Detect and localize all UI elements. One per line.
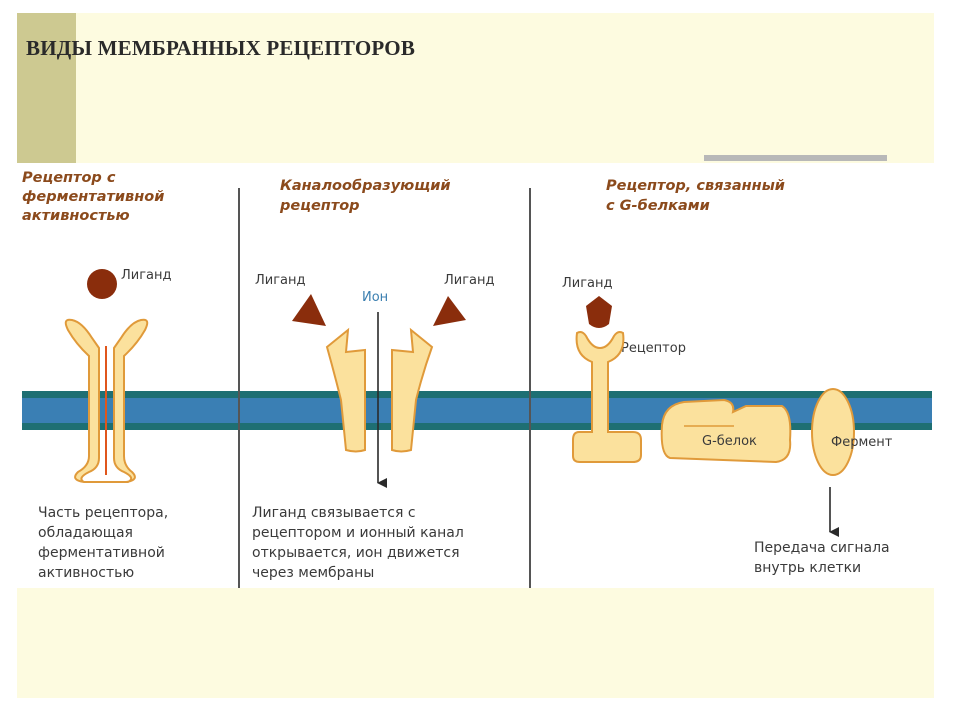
panel-1-heading: Рецептор с ферментативной активностью <box>22 170 169 224</box>
enzymatic-receptor-shape <box>64 318 149 483</box>
bottom-panel <box>17 588 934 698</box>
channel-protein-right <box>391 327 434 453</box>
panel-1-description-line: активностью <box>38 565 134 581</box>
ligand-label: Лиганд <box>121 268 172 283</box>
title-divider-line <box>704 155 887 161</box>
ion-label: Ион <box>362 290 388 305</box>
panel-enzymatic-receptor: Рецептор с ферментативной активностью Ли… <box>22 170 173 581</box>
panel-3-description: Передача сигнала внутрь клетки <box>754 540 894 576</box>
receptor-label: Рецептор <box>621 341 686 356</box>
panel-channel-receptor: Каналообразующий рецептор Лиганд Лиганд … <box>252 178 495 581</box>
panel-3-heading-line: с G-белками <box>606 198 710 214</box>
panel-2-heading: Каналообразующий рецептор <box>279 178 456 214</box>
panel-1-description-line: ферментативной <box>38 545 165 561</box>
ligand-pentagon-icon <box>586 296 612 328</box>
panel-2-description-line: Лиганд связывается с <box>252 505 416 521</box>
ligand-triangle-left-icon <box>292 294 326 326</box>
panel-1-description-line: Часть рецептора, <box>38 505 168 521</box>
panel-2-heading-line: рецептор <box>279 198 360 214</box>
panel-2-description-line: открывается, ион движется <box>252 545 460 561</box>
membrane-inner-layer <box>22 398 932 423</box>
enzyme-shape <box>811 388 855 476</box>
panel-2-heading-line: Каналообразующий <box>280 178 451 194</box>
enzyme-label: Фермент <box>831 435 893 450</box>
g-protein-shape <box>660 398 792 464</box>
g-protein-label: G-белок <box>702 434 757 449</box>
panel-1-heading-line: Рецептор с <box>22 170 116 186</box>
panel-2-description-line: через мембраны <box>252 565 374 581</box>
cell-membrane <box>22 391 932 430</box>
ligand-label-right: Лиганд <box>444 273 495 288</box>
panel-1-heading-line: ферментативной <box>22 189 164 205</box>
ligand-label-left: Лиганд <box>255 273 306 288</box>
panel-3-description-line: Передача сигнала <box>754 540 890 556</box>
page-title: ВИДЫ МЕМБРАННЫХ РЕЦЕПТОРОВ <box>26 36 416 60</box>
panel-2-description-line: рецептором и ионный канал <box>252 525 464 541</box>
channel-protein-left <box>325 327 366 453</box>
panel-1-description: Часть рецептора, обладающая ферментативн… <box>38 505 173 581</box>
ligand-triangle-right-icon <box>433 296 466 326</box>
panel-g-protein-receptor: Рецептор, связанный с G-белками Лиганд Р… <box>562 178 894 576</box>
title-panel <box>17 13 934 163</box>
panel-1-description-line: обладающая <box>38 525 133 541</box>
ligand-ball-icon <box>87 269 117 299</box>
panel-2-description: Лиганд связывается с рецептором и ионный… <box>252 505 468 581</box>
panel-3-heading-line: Рецептор, связанный <box>606 178 785 194</box>
panel-1-heading-line: активностью <box>22 208 130 224</box>
panel-3-description-line: внутрь клетки <box>754 560 861 576</box>
ligand-label: Лиганд <box>562 276 613 291</box>
g-protein-coupled-receptor-shape <box>572 331 642 463</box>
title-accent-bar <box>17 13 76 163</box>
panel-3-heading: Рецептор, связанный с G-белками <box>606 178 790 214</box>
